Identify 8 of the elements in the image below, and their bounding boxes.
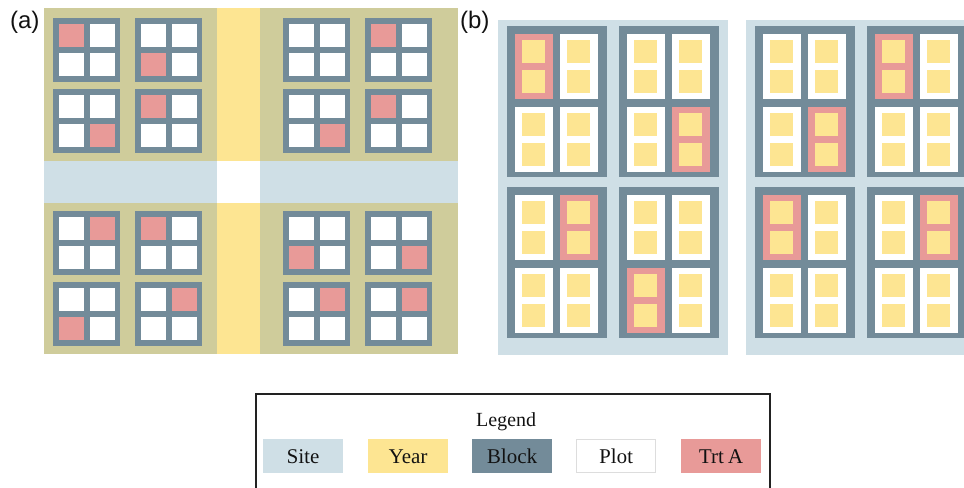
legend-label: Site	[286, 444, 320, 468]
legend-label: Block	[486, 444, 538, 468]
legend-label: Year	[388, 444, 428, 468]
legend-label: Plot	[599, 444, 633, 468]
legend-label: Trt A	[698, 444, 744, 468]
legend-title: Legend	[476, 410, 536, 430]
panel-label: (a)	[10, 9, 40, 33]
panel-label: (b)	[460, 9, 490, 33]
